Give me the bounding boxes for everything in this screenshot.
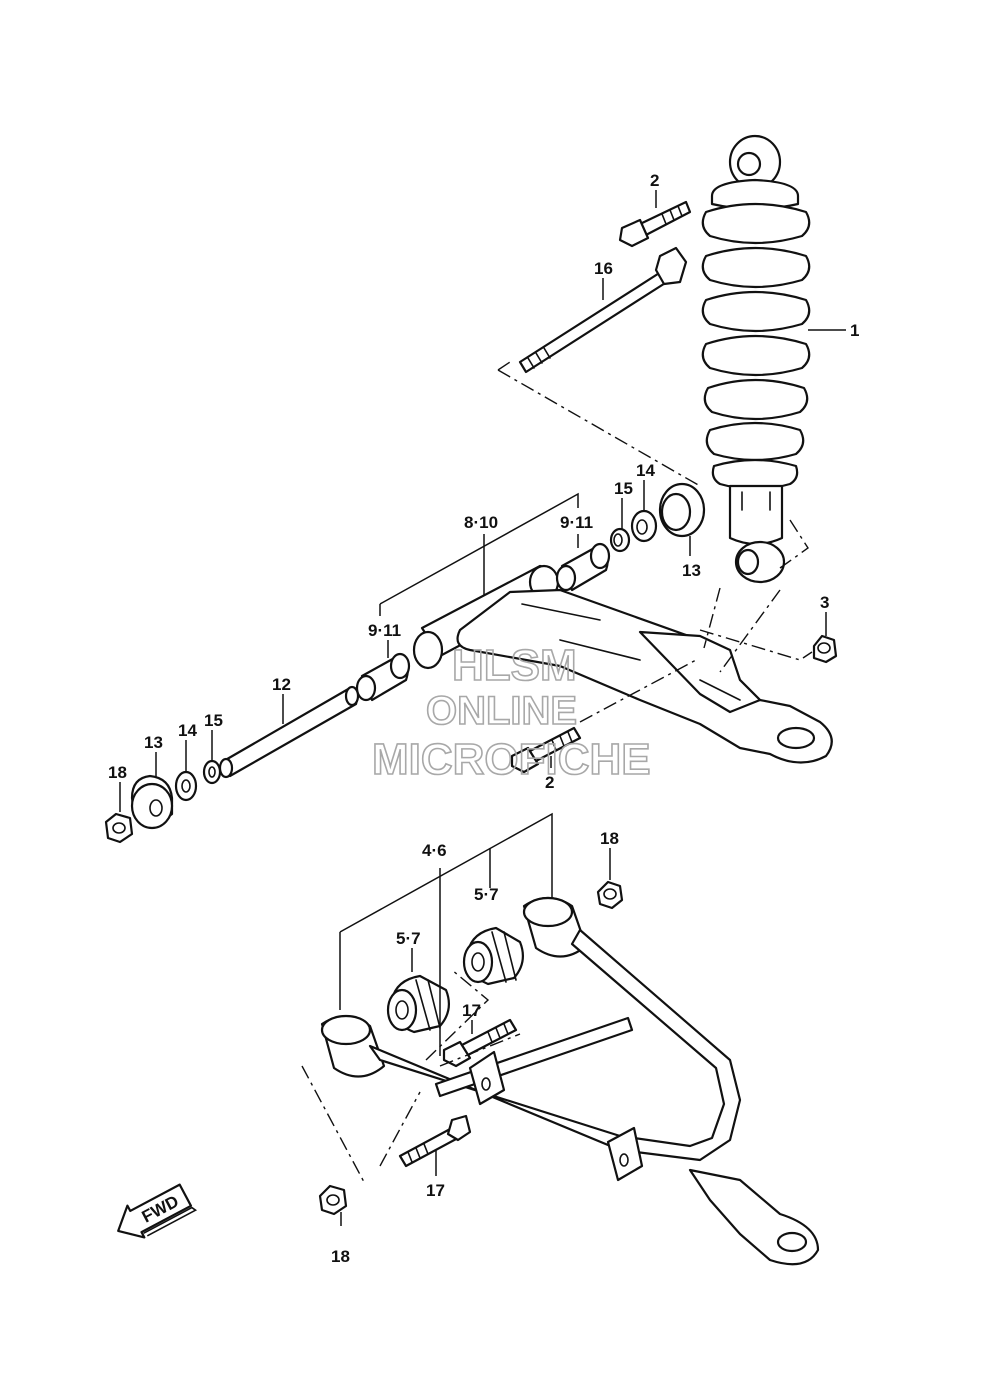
callout-8-10: 8·10: [464, 513, 498, 532]
callout-1: 1: [850, 321, 859, 340]
callout-2-top: 2: [650, 171, 659, 190]
collar-9-11-mid[interactable]: [355, 652, 411, 702]
lower-arm[interactable]: [320, 896, 820, 1266]
upper-arm[interactable]: [412, 564, 833, 764]
spacer-pipe-12[interactable]: [218, 685, 360, 779]
callout-16: 16: [594, 259, 613, 278]
callout-3: 3: [820, 593, 829, 612]
bushing-5-7-left[interactable]: [386, 974, 451, 1034]
phantom-lines: [301, 361, 813, 1183]
callout-5-7-left: 5·7: [396, 929, 421, 948]
callout-13-left: 13: [144, 733, 163, 752]
callout-4-6: 4·6: [422, 841, 447, 860]
watermark-line-2: ONLINE: [426, 689, 577, 733]
ring-15-left[interactable]: [202, 759, 222, 785]
callout-9-11-mid: 9·11: [368, 621, 401, 640]
nut-3[interactable]: [812, 634, 838, 664]
washer-14-left[interactable]: [174, 770, 198, 802]
nut-18-bottom[interactable]: [318, 1184, 348, 1216]
callout-18-right: 18: [600, 829, 619, 848]
callout-13-right: 13: [682, 561, 701, 580]
callout-14-left: 14: [178, 721, 197, 740]
bolt-17-bottom[interactable]: [398, 1114, 472, 1168]
washer-14-right[interactable]: [630, 509, 658, 543]
callout-9-11-top: 9·11: [560, 513, 593, 532]
shock-absorber[interactable]: [701, 134, 811, 584]
bushing-5-7-right[interactable]: [462, 926, 525, 986]
bolt-17-top[interactable]: [442, 1018, 518, 1068]
leader-lines: [119, 190, 846, 1226]
watermark-line-1: HLSM: [452, 641, 577, 690]
callout-17-bottom: 17: [426, 1181, 445, 1200]
callout-12: 12: [272, 675, 291, 694]
bolt-middle[interactable]: [510, 726, 582, 774]
bolt-top[interactable]: [618, 200, 692, 248]
callout-18-bottom: 18: [331, 1247, 350, 1266]
nut-18-left[interactable]: [104, 812, 134, 844]
cap-13-left[interactable]: [130, 774, 174, 830]
callout-14-right: 14: [636, 461, 655, 480]
long-bolt[interactable]: [518, 246, 688, 374]
watermark: HLSM ONLINE MICROFICHE: [371, 640, 651, 785]
callout-15-right: 15: [614, 479, 633, 498]
ring-15-right[interactable]: [609, 527, 631, 553]
collar-9-11-top[interactable]: [555, 542, 611, 592]
watermark-line-3: MICROFICHE: [372, 735, 651, 784]
callout-18-left: 18: [108, 763, 127, 782]
fwd-arrow: FWD: [117, 1183, 198, 1239]
callout-17-top: 17: [462, 1001, 481, 1020]
cap-13-right[interactable]: [658, 482, 706, 538]
callout-15-left: 15: [204, 711, 223, 730]
callout-2-mid: 2: [545, 773, 554, 792]
callout-labels: 2 16 1 14 15 8·10 9·11 13 3 9·11 12 13 1…: [108, 171, 859, 1266]
nut-18-right[interactable]: [596, 880, 624, 910]
callout-5-7-right: 5·7: [474, 885, 499, 904]
